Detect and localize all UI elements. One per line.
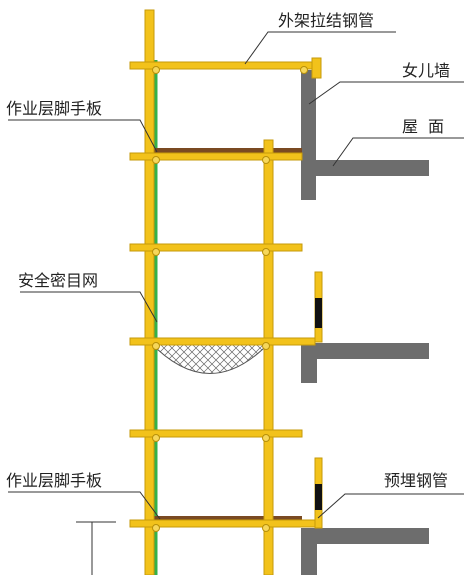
floor-slab-middle xyxy=(301,343,429,383)
leader-lines xyxy=(8,31,464,520)
label-outer-tie-tube: 外架拉结钢管 xyxy=(278,11,375,30)
floor-slab-bottom xyxy=(301,528,429,575)
safety-net-mesh xyxy=(148,341,272,374)
scaffold-ledgers xyxy=(129,61,316,528)
outer-pole xyxy=(144,9,155,576)
couplers xyxy=(152,66,308,532)
scaffold-board-bottom xyxy=(150,516,302,522)
tie-clamp xyxy=(311,57,322,79)
scaffold-poles xyxy=(144,9,274,576)
bottom-left-bracket xyxy=(76,521,116,575)
embedded-tubes xyxy=(314,271,323,529)
inner-pole xyxy=(263,139,274,576)
parapet-wall xyxy=(301,70,429,200)
scaffold-board-top xyxy=(150,148,302,154)
label-scaffold-board-top: 作业层脚手板 xyxy=(6,99,103,118)
label-embedded-tube: 预埋钢管 xyxy=(384,471,449,490)
label-roof: 屋面 xyxy=(402,117,455,136)
label-safety-net: 安全密目网 xyxy=(18,271,99,290)
label-parapet: 女儿墙 xyxy=(402,61,451,80)
label-scaffold-board-bottom: 作业层脚手板 xyxy=(6,471,103,490)
